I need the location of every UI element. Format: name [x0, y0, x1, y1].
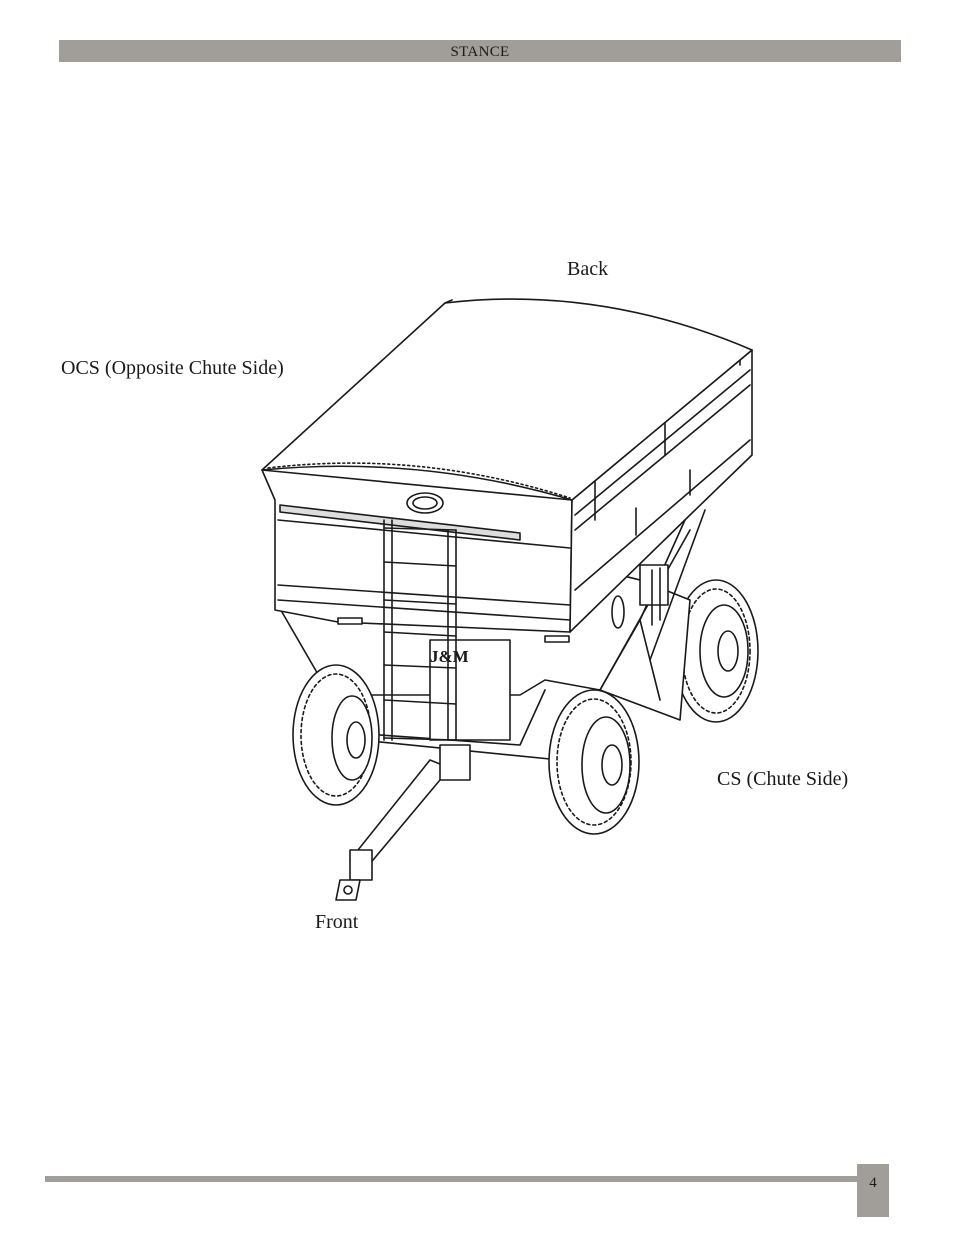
section-title: STANCE: [450, 43, 510, 60]
footer-rule: [45, 1176, 857, 1182]
tarp-cover: [261, 298, 753, 501]
label-cs: CS (Chute Side): [717, 768, 849, 790]
label-ocs: OCS (Opposite Chute Side): [61, 357, 284, 379]
header-bar: STANCE: [59, 40, 901, 62]
front-panel: [261, 469, 573, 643]
label-front: Front: [315, 911, 359, 933]
page-number: 4: [869, 1175, 877, 1191]
page-number-tab: 4: [857, 1164, 889, 1217]
tongue-hitch: [335, 744, 471, 901]
grain-cart-illustration: J&M: [261, 298, 759, 901]
rear-right-wheel: [673, 579, 759, 723]
label-back: Back: [567, 258, 609, 280]
ladder: [383, 519, 457, 741]
front-left-wheel: [292, 664, 380, 806]
front-right-wheel: [548, 689, 640, 835]
brand-logo: J&M: [430, 647, 469, 666]
